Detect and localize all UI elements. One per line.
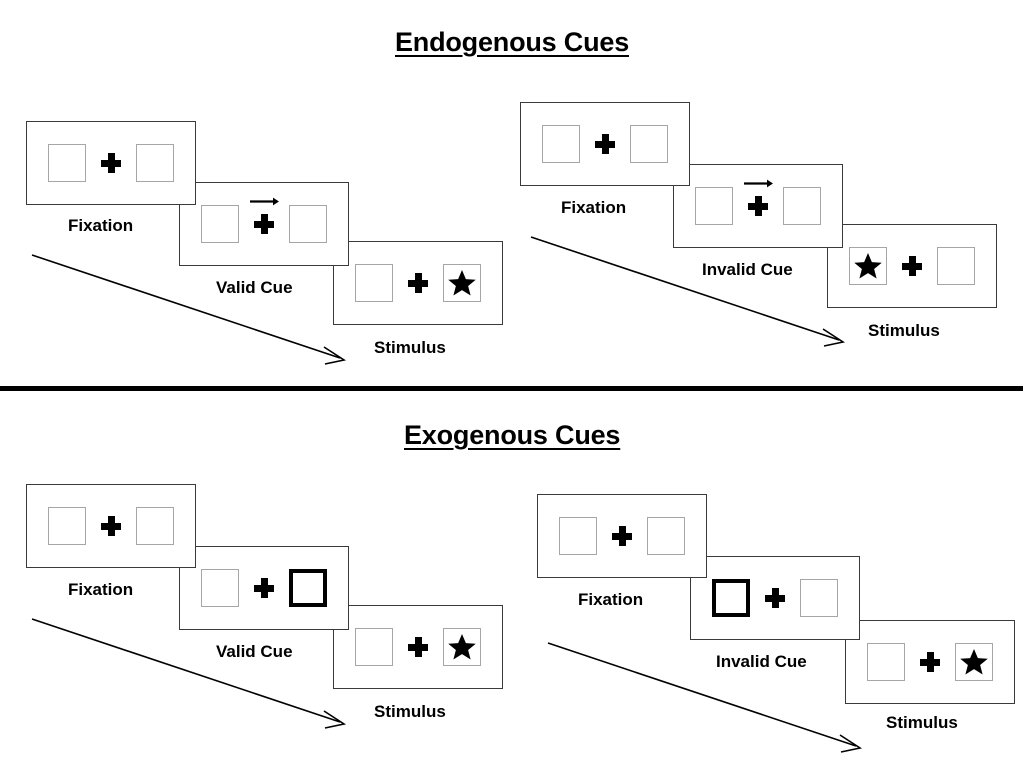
placeholder-box-right — [136, 144, 174, 182]
display-row — [542, 125, 668, 163]
plus-cross-icon — [764, 587, 786, 609]
placeholder-box-left-target — [849, 247, 887, 285]
frame-endogenous-invalid-fixation — [520, 102, 690, 186]
display-row — [201, 197, 327, 243]
placeholder-box-left — [48, 507, 86, 545]
time-flow-arrow-exogenous-valid — [31, 618, 347, 729]
display-row — [48, 507, 174, 545]
placeholder-box-right — [800, 579, 838, 617]
placeholder-box-right-target — [443, 264, 481, 302]
star-icon — [854, 253, 882, 279]
display-row — [849, 247, 975, 285]
label-exogenous-invalid-cue: Invalid Cue — [716, 652, 807, 671]
label-exogenous-invalid-fixation: Fixation — [578, 590, 644, 609]
label-exogenous-valid-stimulus: Stimulus — [374, 702, 446, 721]
plus-cross-icon — [100, 515, 122, 537]
frame-exogenous-valid-cue — [179, 546, 349, 630]
time-flow-arrow-endogenous-valid — [31, 254, 347, 365]
plus-cross-icon — [100, 152, 122, 174]
plus-cross-icon — [250, 197, 279, 235]
placeholder-box-right — [630, 125, 668, 163]
placeholder-box-right-cued — [289, 569, 327, 607]
time-flow-arrow-endogenous-invalid — [530, 236, 846, 347]
placeholder-box-left — [542, 125, 580, 163]
star-icon — [448, 270, 476, 296]
label-endogenous-valid-cue: Valid Cue — [216, 278, 293, 297]
label-exogenous-valid-cue: Valid Cue — [216, 642, 293, 661]
placeholder-box-right — [647, 517, 685, 555]
frame-exogenous-invalid-stimulus — [845, 620, 1015, 704]
plus-cross-icon — [594, 133, 616, 155]
placeholder-box-right — [783, 187, 821, 225]
placeholder-box-right-target — [443, 628, 481, 666]
display-row — [355, 628, 481, 666]
placeholder-box-left — [695, 187, 733, 225]
display-row — [201, 569, 327, 607]
frame-endogenous-invalid-stimulus — [827, 224, 997, 308]
display-row — [712, 579, 838, 617]
time-flow-arrow-exogenous-invalid — [547, 642, 863, 753]
display-row — [559, 517, 685, 555]
display-row — [695, 179, 821, 225]
frame-endogenous-valid-fixation — [26, 121, 196, 205]
plus-cross-icon — [744, 179, 773, 217]
label-endogenous-invalid-cue: Invalid Cue — [702, 260, 793, 279]
label-exogenous-valid-fixation: Fixation — [68, 580, 134, 599]
plus-cross-icon — [407, 636, 429, 658]
frame-endogenous-valid-stimulus — [333, 241, 503, 325]
placeholder-box-left — [355, 264, 393, 302]
plus-cross-icon — [919, 651, 941, 673]
frame-endogenous-valid-cue — [179, 182, 349, 266]
label-endogenous-invalid-stimulus: Stimulus — [868, 321, 940, 340]
display-row — [867, 643, 993, 681]
star-icon — [448, 634, 476, 660]
placeholder-box-left — [48, 144, 86, 182]
frame-exogenous-valid-fixation — [26, 484, 196, 568]
placeholder-box-right-target — [955, 643, 993, 681]
placeholder-box-right — [937, 247, 975, 285]
plus-cross-icon — [253, 577, 275, 599]
display-row — [48, 144, 174, 182]
placeholder-box-left — [201, 205, 239, 243]
placeholder-box-left-cued — [712, 579, 750, 617]
placeholder-box-left — [559, 517, 597, 555]
plus-cross-icon — [407, 272, 429, 294]
placeholder-box-right — [289, 205, 327, 243]
frame-endogenous-invalid-cue — [673, 164, 843, 248]
display-row — [355, 264, 481, 302]
plus-cross-icon — [901, 255, 923, 277]
section-title-exogenous: Exogenous Cues — [404, 420, 621, 450]
label-exogenous-invalid-stimulus: Stimulus — [886, 713, 958, 732]
placeholder-box-right — [136, 507, 174, 545]
arrow-right-icon — [250, 197, 279, 206]
star-icon — [960, 649, 988, 675]
label-endogenous-invalid-fixation: Fixation — [561, 198, 627, 217]
arrow-right-icon — [744, 179, 773, 188]
frame-exogenous-invalid-cue — [690, 556, 860, 640]
label-endogenous-valid-fixation: Fixation — [68, 216, 134, 235]
section-title-endogenous: Endogenous Cues — [395, 27, 630, 57]
frame-exogenous-valid-stimulus — [333, 605, 503, 689]
section-divider — [0, 386, 1023, 391]
label-endogenous-valid-stimulus: Stimulus — [374, 338, 446, 357]
placeholder-box-left — [201, 569, 239, 607]
placeholder-box-left — [867, 643, 905, 681]
placeholder-box-left — [355, 628, 393, 666]
plus-cross-icon — [611, 525, 633, 547]
frame-exogenous-invalid-fixation — [537, 494, 707, 578]
